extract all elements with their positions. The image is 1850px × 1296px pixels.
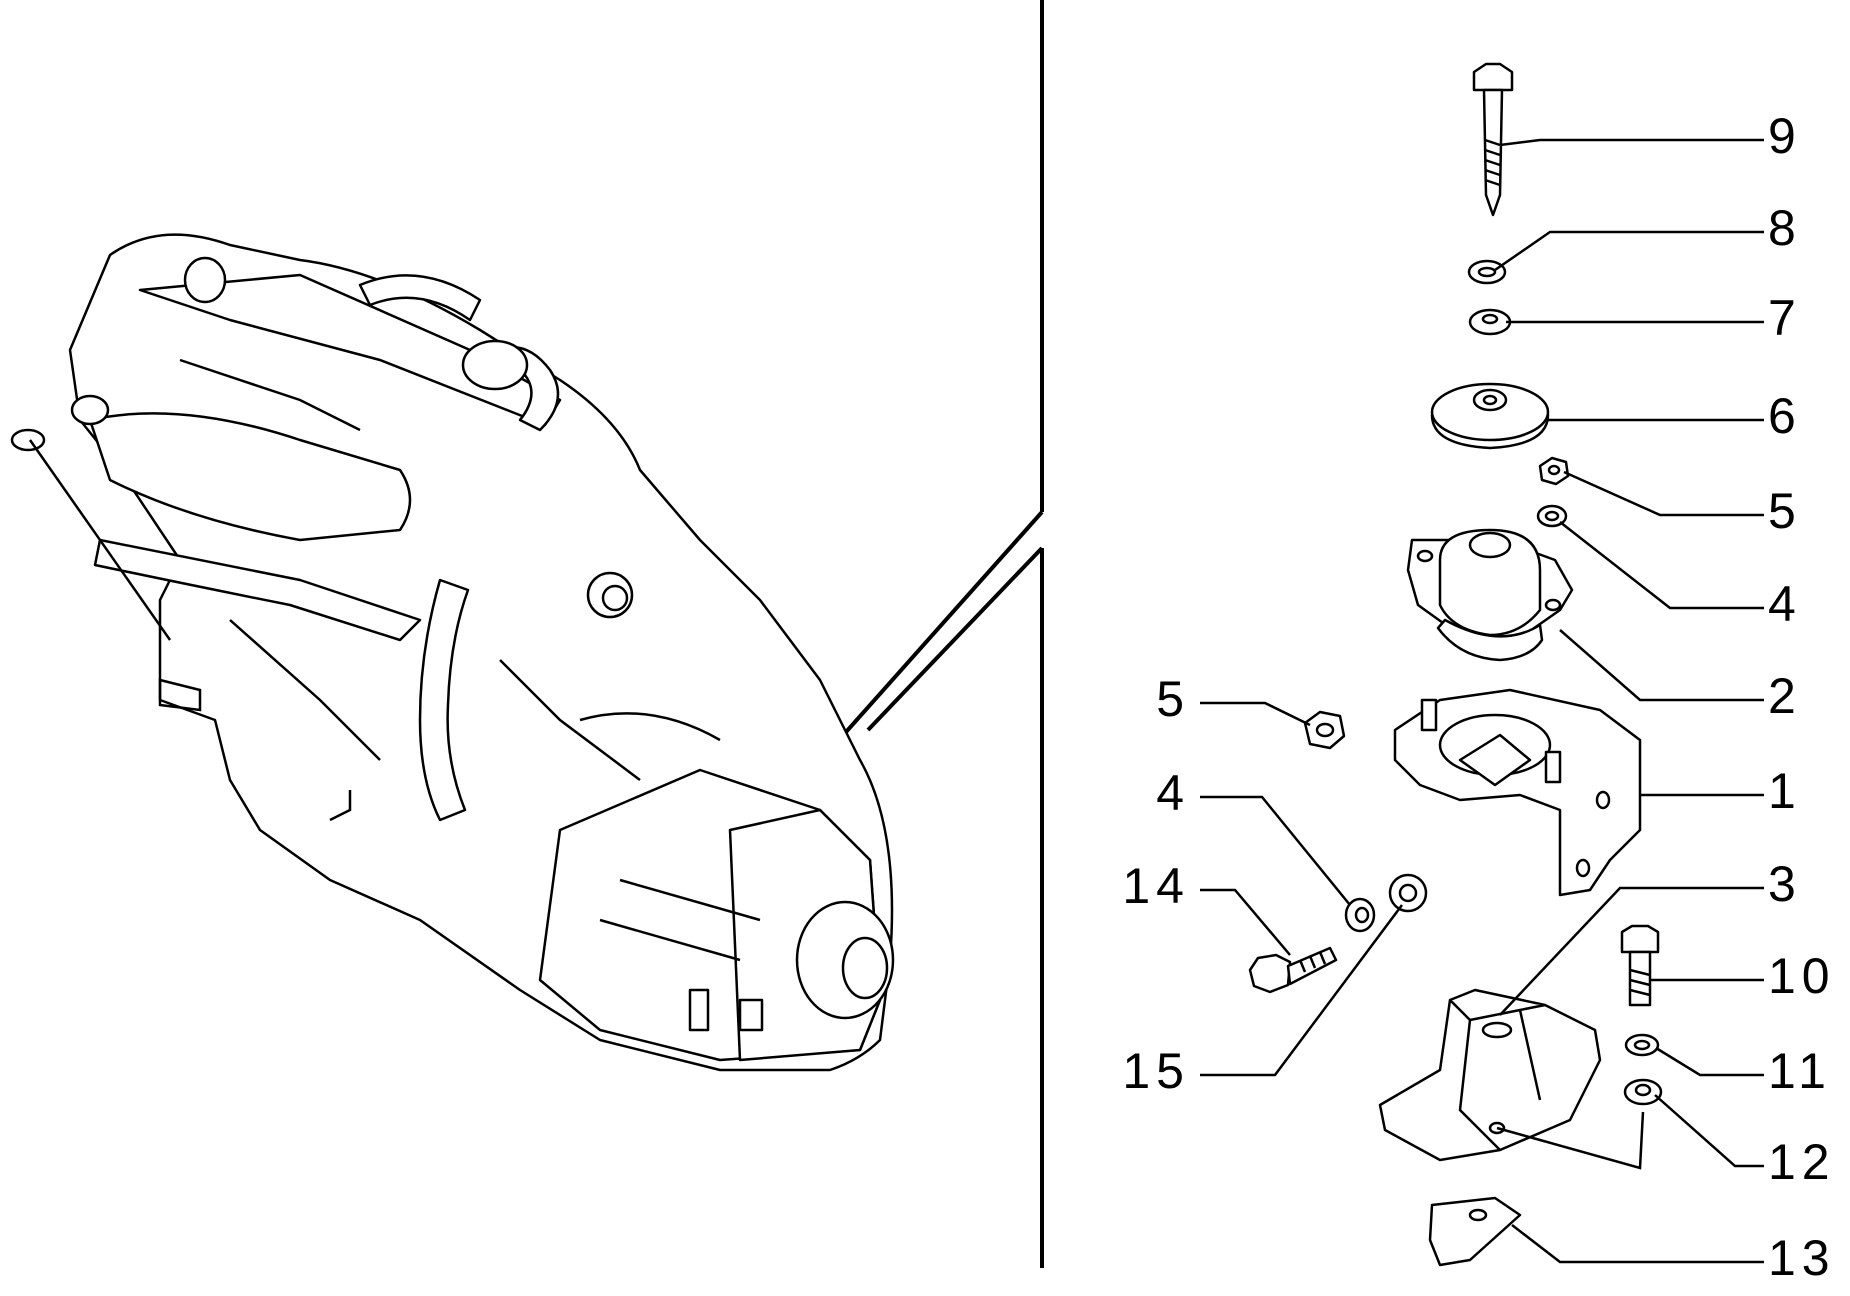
callout-14: 14 bbox=[1122, 858, 1190, 914]
part-15-washer bbox=[1388, 873, 1428, 913]
callout-8: 8 bbox=[1768, 200, 1802, 256]
part-4-spring-washer-right bbox=[1536, 504, 1568, 528]
part-14-bolt bbox=[1248, 946, 1338, 994]
callout-11: 11 bbox=[1768, 1043, 1832, 1099]
leader-lines bbox=[1200, 138, 1764, 1264]
divider-lines bbox=[844, 0, 1044, 1268]
part-13-clip bbox=[1428, 1196, 1522, 1267]
callout-2: 2 bbox=[1768, 668, 1802, 724]
callout-4-right: 4 bbox=[1768, 576, 1802, 632]
part-4-spring-washer-left bbox=[1344, 897, 1376, 933]
part-11-spring-washer bbox=[1624, 1033, 1660, 1057]
part-3-support bbox=[1378, 988, 1645, 1170]
part-2-rubber-mount bbox=[1406, 528, 1574, 662]
part-5-nut-left bbox=[1303, 710, 1346, 750]
callout-5-left: 5 bbox=[1156, 671, 1190, 727]
callout-5-right: 5 bbox=[1768, 483, 1802, 539]
part-1-bracket bbox=[1393, 688, 1642, 897]
callout-9: 9 bbox=[1768, 108, 1802, 164]
callout-7: 7 bbox=[1768, 290, 1802, 346]
callout-13: 13 bbox=[1768, 1230, 1836, 1286]
part-8-spring-washer bbox=[1467, 259, 1507, 285]
callout-6: 6 bbox=[1768, 388, 1802, 444]
part-10-bolt bbox=[1620, 924, 1660, 1007]
part-12-washer bbox=[1623, 1078, 1663, 1106]
callout-4-left: 4 bbox=[1156, 765, 1190, 821]
part-9-bolt bbox=[1472, 62, 1514, 217]
callout-3: 3 bbox=[1768, 856, 1802, 912]
part-6-cup-washer bbox=[1430, 382, 1550, 450]
part-5-nut-right bbox=[1538, 456, 1570, 486]
part-7-washer bbox=[1468, 308, 1512, 336]
engine-transmission-assembly bbox=[10, 233, 895, 1072]
callout-15: 15 bbox=[1122, 1043, 1190, 1099]
callout-10: 10 bbox=[1768, 948, 1836, 1004]
callout-12: 12 bbox=[1768, 1134, 1836, 1190]
callout-1: 1 bbox=[1768, 763, 1802, 819]
callout-labels: 9 8 7 6 5 4 2 1 3 10 11 12 13 5 4 14 15 bbox=[1122, 108, 1836, 1286]
